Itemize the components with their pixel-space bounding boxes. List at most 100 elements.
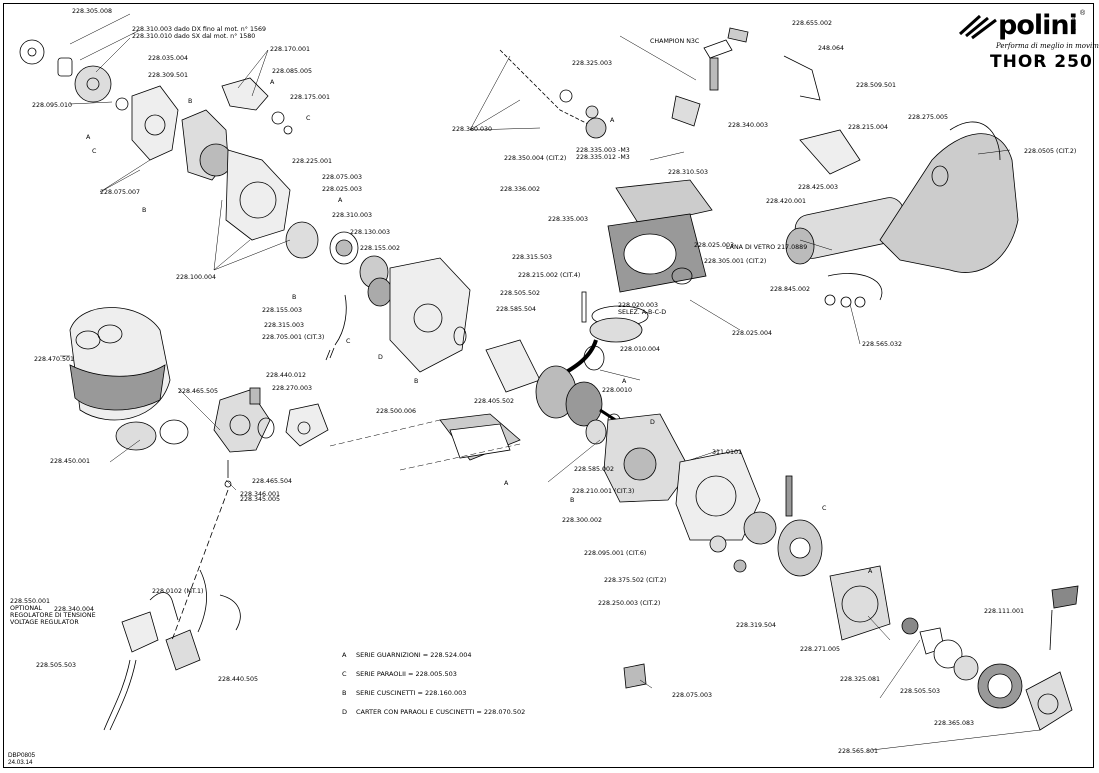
callout-label: A — [270, 79, 275, 86]
legend-key: A — [342, 651, 347, 659]
callout-label: 228.470.501 — [34, 356, 75, 363]
callout-label: 228.035.004 — [148, 55, 189, 62]
callout-label: 228.095.001 (CIT.6) — [584, 550, 647, 557]
callout-label: 228.310.003 — [332, 212, 373, 219]
callout-label: 228.350.004 (CIT.2) — [504, 155, 567, 162]
right-case-group — [603, 413, 1079, 731]
callout-label: 228.550.001 OPTIONAL REGOLATORE DI TENSI… — [10, 598, 96, 626]
callout-label: 228.175.001 — [290, 94, 331, 101]
callout-label: 311.0101 — [712, 449, 743, 456]
callout-label: 228.345.005 — [240, 496, 281, 503]
callout-label: 228.315.503 — [512, 254, 553, 261]
callout-label: 228.655.002 — [792, 20, 833, 27]
drawing-frame — [3, 3, 1094, 768]
callout-label: LANA DI VETRO 217.0889 — [726, 244, 808, 251]
callout-label: 228.0102 (MT.1) — [152, 588, 204, 595]
callout-label: 228.405.502 — [474, 398, 515, 405]
callout-label: B — [414, 378, 419, 385]
callout-label: 228.335.003 -M3 — [576, 147, 630, 154]
callout-label: A — [86, 134, 91, 141]
brand-block: polini motori ® Performa di meglio in mo… — [958, 8, 1099, 72]
fuel-pump-group — [103, 489, 241, 731]
intake-group — [69, 307, 329, 488]
polini-logo-icon — [958, 14, 997, 40]
callout-label: 228.425.003 — [798, 184, 839, 191]
callout-label: 228.365.083 — [934, 720, 975, 727]
callout-label: 228.440.012 — [266, 372, 307, 379]
callout-label: 228.075.003 — [322, 174, 363, 181]
callout-label: 228.025.004 — [732, 330, 773, 337]
callout-label: 228.075.007 — [100, 189, 141, 196]
callout-label: 228.0505 (CIT.2) — [1024, 148, 1077, 155]
callout-label: 228.309.501 — [148, 72, 189, 79]
callout-label: 228.375.502 (CIT.2) — [604, 577, 667, 584]
callout-label: 228.420.001 — [766, 198, 807, 205]
left-cover-group — [19, 39, 471, 373]
callout-label: 228.565.032 — [862, 341, 903, 348]
callout-label: B — [570, 497, 575, 504]
logo-text: polini — [998, 10, 1078, 41]
callout-label: A — [504, 480, 509, 487]
callout-label: 228.310.010 dado SX dal mot. n° 1580 — [132, 33, 256, 40]
callout-label: A — [610, 117, 615, 124]
model-title: THOR 250 — [990, 52, 1093, 72]
callout-label: 228.170.001 — [270, 46, 311, 53]
callout-label: 228.505.502 — [500, 290, 541, 297]
legend-text: SERIE GUARNIZIONI = 228.524.004 — [356, 651, 472, 659]
callout-label: 228.010.004 — [620, 346, 661, 353]
legend-key: D — [342, 708, 348, 716]
callout-label: D — [650, 419, 655, 426]
callout-label: 228.100.004 — [176, 274, 217, 281]
callout-label: A — [868, 568, 873, 575]
callout-label: 228.275.005 — [908, 114, 949, 121]
top-end-group — [499, 27, 749, 380]
callout-label: 228.020.003 SELEZ. A-B-C-D — [618, 302, 667, 316]
callout-label: B — [292, 294, 297, 301]
callout-label: 228.215.004 — [848, 124, 889, 131]
callout-label: 228.845.002 — [770, 286, 811, 293]
callout-label: 228.500.006 — [376, 408, 417, 415]
callout-label: 228.305.008 — [72, 8, 113, 15]
callout-label: 228.310.003 dado DX fino al mot. n° 1569 — [132, 26, 266, 33]
callout-label: A — [622, 378, 627, 385]
callout-label: 228.305.001 (CIT.2) — [704, 258, 767, 265]
callout-label: 228.215.002 (CIT.4) — [518, 272, 581, 279]
callout-label: B — [188, 98, 193, 105]
callout-label: 228.325.081 — [840, 676, 881, 683]
logo-registered: ® — [1080, 10, 1086, 17]
callout-label: 228.300.002 — [562, 517, 603, 524]
callout-label: 228.210.001 (CIT.3) — [572, 488, 635, 495]
callout-label: 228.505.503 — [900, 688, 941, 695]
callout-label: A — [338, 197, 343, 204]
callout-label: 228.335.003 — [548, 216, 589, 223]
callout-label: 228.250.003 (CIT.2) — [598, 600, 661, 607]
logo-sub: motori — [1070, 16, 1076, 30]
callout-label: B — [142, 207, 147, 214]
legend-key: C — [342, 670, 347, 678]
callout-label: 228.336.002 — [500, 186, 541, 193]
drawing-reference: DBP0805 24.03.14 — [8, 752, 35, 766]
callout-label: D — [378, 354, 383, 361]
callout-label: C — [92, 148, 97, 155]
callout-label: 248.064 — [818, 45, 845, 52]
callout-label: 228.340.004 — [54, 606, 95, 613]
callout-label: 228.509.501 — [856, 82, 897, 89]
callout-label: 228.465.505 — [178, 388, 219, 395]
callout-label: 228.155.003 — [262, 307, 303, 314]
callout-label: 228.0010 — [602, 387, 633, 394]
legend-item-gaskets: A SERIE GUARNIZIONI = 228.524.004 — [342, 651, 472, 659]
legend-item-crankcase: D CARTER CON PARAOLI E CUSCINETTI = 228.0… — [342, 708, 525, 716]
logo-tagline: Performa di meglio in movimento — [996, 42, 1099, 50]
regulator-group — [623, 663, 647, 689]
drawing-code: DBP0805 — [8, 752, 35, 759]
callout-label: 228.450.001 — [50, 458, 91, 465]
callout-label: 228.085.005 — [272, 68, 313, 75]
callout-label: 228.440.505 — [218, 676, 259, 683]
callout-label: 228.075.003 — [672, 692, 713, 699]
callout-label: 228.155.002 — [360, 245, 401, 252]
legend-text: CARTER CON PARAOLI E CUSCINETTI = 228.07… — [356, 708, 526, 716]
callout-label: 228.335.012 -M3 — [576, 154, 630, 161]
